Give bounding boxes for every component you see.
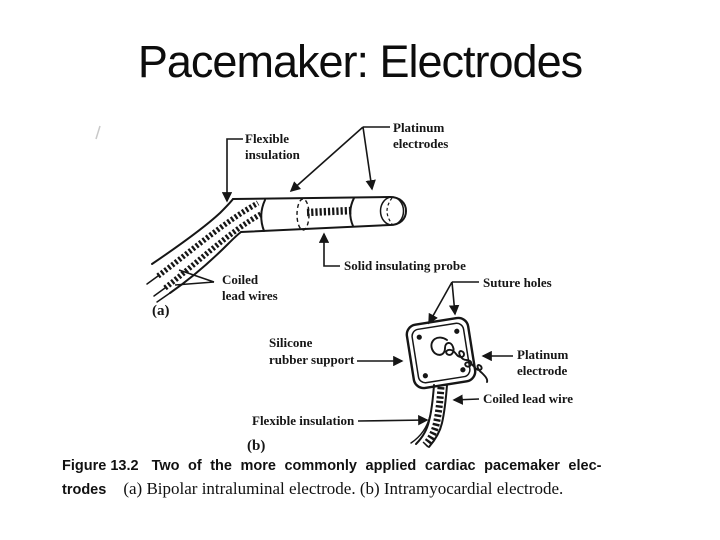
- band-divider-left: [260, 199, 266, 232]
- scan-artifact: [95, 125, 101, 140]
- silicone-rubber-support-label: Silicone rubber support: [269, 335, 355, 367]
- flexible-insulation-a-label: Flexible insulation: [245, 131, 301, 162]
- platinum-electrode-b-label: Platinum electrode: [517, 347, 572, 378]
- slide-title: Pacemaker: Electrodes: [137, 36, 583, 87]
- suture-holes-label: Suture holes: [483, 275, 552, 290]
- platinum-electrode-coil-drawing: [430, 336, 489, 383]
- caption-line-1: Figure 13.2 Two of the more commonly appl…: [62, 455, 668, 478]
- caption-line1-text: Two of the more commonly applied cardiac…: [151, 458, 602, 474]
- coiled-lead-wires-leader-2: [174, 281, 215, 286]
- flexible-insulation-b-leader: [357, 414, 429, 426]
- solid-insulating-probe-label: Solid insulating probe: [344, 258, 466, 273]
- diagram-b-tag: (b): [247, 438, 265, 454]
- caption-line-2: trodes (a) Bipolar intraluminal electrode…: [62, 478, 668, 502]
- flexible-insulation-a-leader: [221, 138, 243, 203]
- solid-insulating-probe-leader: [318, 232, 340, 267]
- coiled-lead-wire-label: Coiled lead wire: [483, 391, 573, 406]
- suture-hole-bottom-right: [460, 367, 466, 373]
- platinum-electrodes-leader-1: [289, 126, 364, 193]
- platinum-electrodes-leader-2: [362, 126, 376, 191]
- suture-holes-leader-1: [428, 281, 453, 325]
- suture-hole-top-left: [416, 334, 422, 340]
- platinum-electrodes-label: Platinum electrodes: [393, 120, 448, 151]
- caption-figure-number: Figure 13.2: [62, 458, 139, 474]
- coiled-lead-wires-label: Coiled lead wires: [222, 272, 278, 303]
- coiled-lead-wires-drawing: [146, 200, 263, 297]
- inner-coil-band: [306, 206, 353, 217]
- suture-hole-bottom-left: [422, 373, 428, 379]
- flexible-insulation-flare: [410, 415, 431, 444]
- solid-insulating-probe-cylinder: [232, 196, 408, 233]
- coiled-lead-wire-strip: [410, 384, 448, 448]
- pacemaker-electrodes-figure: Flexible insulation Platinum electrodes …: [95, 120, 573, 454]
- diagram-b-intramyocardial-electrode: Suture holes Silicone rubber support Pla…: [247, 275, 573, 454]
- flexible-insulation-tube: [151, 198, 242, 303]
- flexible-insulation-b-label: Flexible insulation: [252, 413, 355, 428]
- coiled-lead-wire-leader: [452, 394, 480, 405]
- diagram-a-bipolar-intraluminal-electrode: Flexible insulation Platinum electrodes …: [146, 120, 466, 319]
- probe-end-cap: [379, 196, 405, 226]
- caption-line2-text: (a) Bipolar intraluminal electrode. (b) …: [123, 478, 564, 498]
- silicone-rubber-support-patch: [405, 316, 477, 390]
- coiled-lead-wires-leader-1: [178, 269, 215, 283]
- suture-hole-top-right: [454, 328, 460, 334]
- suture-holes-leader-2: [448, 281, 460, 316]
- diagram-a-tag: (a): [152, 303, 170, 319]
- figure-caption: Figure 13.2 Two of the more commonly appl…: [62, 455, 668, 501]
- caption-line2-bold: trodes: [62, 481, 107, 498]
